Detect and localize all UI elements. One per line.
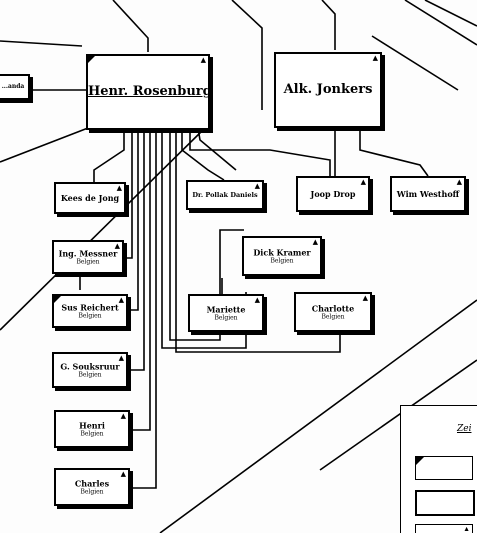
person-name: ...anda (1, 83, 25, 90)
line-top-dick (231, 0, 263, 110)
person-box-alk-jonkers[interactable]: ▲ Alk. Jonkers (274, 52, 382, 128)
person-name: Charles (74, 478, 110, 489)
person-box-henri-rosenburg[interactable]: ▲ Henr. Rosenburg (86, 54, 212, 130)
person-box-sus-reichert[interactable]: ▲ Sus Reichert Belgien (52, 294, 128, 328)
corner-marker-icon (416, 457, 424, 465)
line-to-ing (124, 128, 133, 259)
line-alk-right (371, 35, 459, 91)
flag-icon: ▲ (312, 238, 318, 246)
line-to-pollak (181, 128, 225, 181)
flag-icon: ▲ (372, 54, 378, 62)
person-name: G. Souksruur (60, 361, 120, 372)
flag-icon: ▲ (116, 184, 122, 192)
flag-icon: ▲ (120, 412, 126, 420)
flag-icon: ▲ (114, 242, 120, 250)
person-name: Ing. Messner (58, 248, 118, 259)
line-to-charlotte (175, 128, 341, 353)
line-to-dick-b (169, 128, 244, 341)
person-box-charlotte[interactable]: ▲ Charlotte Belgien (294, 292, 372, 332)
person-box-wim-westhoff[interactable]: ▲ Wim Westhoff (390, 176, 466, 212)
person-country: Belgien (321, 313, 345, 321)
person-country: Belgien (80, 430, 104, 438)
line-top-alk (321, 0, 336, 50)
flag-icon: ▲ (120, 470, 126, 478)
line-left-lower (0, 127, 89, 163)
line-to-henri-child (132, 128, 151, 431)
person-name: Joop Drop (310, 189, 356, 199)
corner-marker-icon (53, 295, 62, 304)
line-to-pollak2 (197, 127, 237, 171)
person-name: Sus Reichert (61, 302, 119, 313)
legend-title: Zei (457, 424, 472, 434)
person-box-ing-messner[interactable]: ▲ Ing. Messner Belgien (52, 240, 124, 274)
person-box-mariette[interactable]: ▲ Mariette Belgien (188, 294, 264, 332)
person-country: Belgien (78, 371, 102, 379)
flag-icon: ▲ (118, 296, 124, 304)
person-name: Wim Westhoff (396, 189, 460, 199)
person-name: Mariette (206, 304, 246, 315)
flag-icon: ▲ (362, 294, 368, 302)
line-to-kees (93, 128, 125, 182)
legend-box-flag: ▲ (415, 524, 473, 533)
corner-marker-icon (87, 55, 96, 64)
legend-panel: Zei ▲ (400, 405, 477, 533)
line-top-henri (112, 0, 149, 52)
flag-icon: ▲ (118, 354, 124, 362)
line-top-right (404, 0, 477, 46)
line-to-charles (132, 128, 157, 489)
person-name: Henri (79, 420, 105, 431)
flag-icon: ▲ (360, 178, 366, 186)
person-box-henri[interactable]: ▲ Henri Belgien (54, 410, 130, 448)
line-top-right2 (424, 0, 477, 27)
person-country: Belgien (270, 257, 294, 265)
line-alk-wim (359, 128, 429, 177)
person-box-left-partial[interactable]: ...anda (0, 74, 30, 100)
flag-icon: ▲ (254, 182, 260, 190)
flag-icon: ▲ (200, 56, 206, 64)
person-box-dick-kramer[interactable]: ▲ Dick Kramer Belgien (242, 236, 322, 276)
line-diagonal-bottom (159, 299, 477, 533)
person-name: Charlotte (311, 303, 355, 314)
person-box-joop-drop[interactable]: ▲ Joop Drop (296, 176, 370, 212)
person-country: Belgien (76, 258, 100, 266)
flag-icon: ▲ (463, 525, 470, 533)
person-name: Kees de Jong (60, 193, 120, 203)
person-box-g-souksruur[interactable]: ▲ G. Souksruur Belgien (52, 352, 128, 388)
legend-box-marked (415, 456, 473, 480)
flag-icon: ▲ (456, 178, 462, 186)
person-box-charles[interactable]: ▲ Charles Belgien (54, 468, 130, 506)
line-diagonal-long (0, 127, 206, 331)
person-name: Henr. Rosenburg (88, 84, 212, 99)
flag-icon: ▲ (254, 296, 260, 304)
person-box-kees-de-jong[interactable]: ▲ Kees de Jong (54, 182, 126, 214)
line-diagonal-right (319, 359, 477, 471)
person-country: Belgien (78, 312, 102, 320)
line-to-gsouk (128, 128, 145, 371)
legend-box-plain (415, 490, 475, 516)
person-name: Dick Kramer (253, 247, 311, 258)
person-name: Dr. Pollak Daniels (192, 191, 258, 199)
person-country: Belgien (214, 314, 238, 322)
line-to-joop (189, 128, 331, 176)
person-country: Belgien (80, 488, 104, 496)
line-left-upper (0, 40, 83, 47)
line-to-sus (128, 128, 139, 311)
person-name: Alk. Jonkers (283, 82, 373, 97)
person-box-pollak-daniels[interactable]: ▲ Dr. Pollak Daniels (186, 180, 264, 210)
